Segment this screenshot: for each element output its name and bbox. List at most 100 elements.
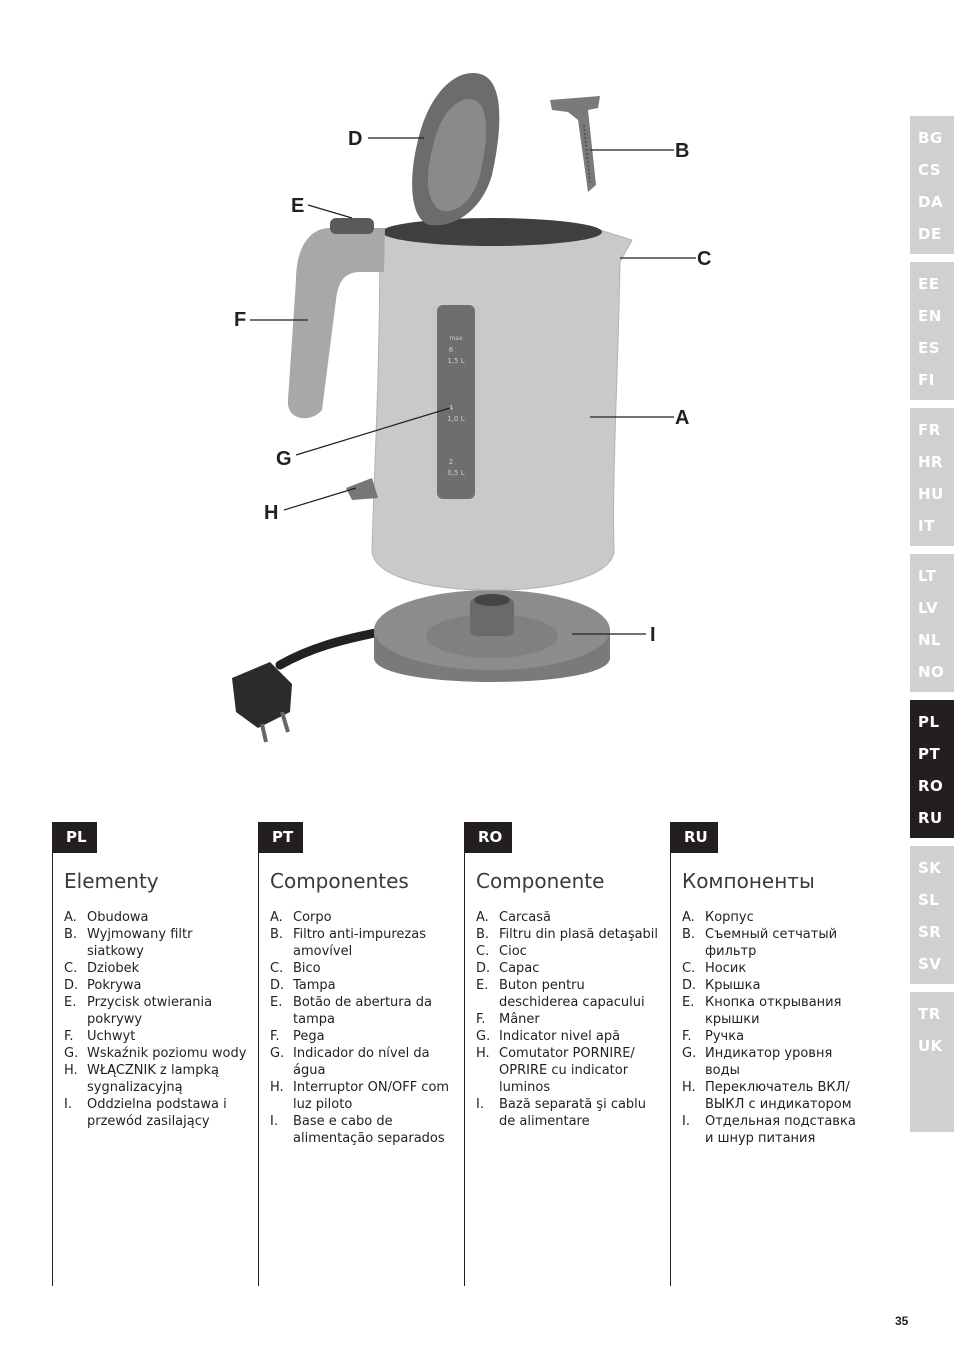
item-letter: F. bbox=[64, 1029, 74, 1044]
language-tab[interactable]: SR bbox=[918, 923, 942, 941]
language-tab[interactable]: DA bbox=[918, 193, 944, 211]
item-letter: A. bbox=[270, 910, 283, 925]
parts-list-item: C.Cioc bbox=[476, 943, 662, 960]
gauge-cups-4: 4 bbox=[449, 404, 454, 412]
parts-list-item: F.Ручка bbox=[682, 1028, 868, 1045]
item-text: Indicador do nível da água bbox=[293, 1046, 430, 1078]
item-letter: I. bbox=[476, 1097, 484, 1112]
callout-f: F bbox=[234, 309, 246, 331]
language-tab[interactable]: NO bbox=[918, 663, 945, 681]
parts-list-item: B. Filtru din plasă detaşabil bbox=[476, 926, 662, 943]
kettle-body bbox=[371, 229, 633, 591]
item-text: Wyjmowany filtr siatkowy bbox=[87, 927, 193, 959]
language-tab[interactable]: TR bbox=[918, 1005, 941, 1023]
parts-list-item: E.Buton pentru deschiderea capacului bbox=[476, 977, 662, 1011]
language-tab[interactable]: CS bbox=[918, 161, 942, 179]
language-tab[interactable]: SV bbox=[918, 955, 942, 973]
on-off-switch bbox=[346, 478, 378, 500]
item-letter: B. bbox=[476, 927, 490, 942]
item-text: Oddzielna podstawa i przewód zasilający bbox=[87, 1097, 227, 1129]
language-tab[interactable]: BG bbox=[918, 129, 943, 147]
language-tab[interactable]: RU bbox=[918, 809, 943, 827]
language-tag-pl: PL bbox=[53, 822, 97, 853]
language-group: EE EN ES FI bbox=[910, 262, 954, 400]
item-text: Filtru din plasă detaşabil bbox=[499, 927, 659, 942]
parts-list-item: I.Bază separată şi cablu de alimentare bbox=[476, 1096, 662, 1130]
parts-list-item: C. Bico bbox=[270, 960, 456, 977]
item-letter: H. bbox=[64, 1063, 78, 1078]
item-letter: A. bbox=[64, 910, 77, 925]
item-text: Dziobek bbox=[87, 961, 140, 976]
parts-list-item: G.Indicador do nível da água bbox=[270, 1045, 456, 1079]
language-tab[interactable]: FR bbox=[918, 421, 941, 439]
language-tab[interactable]: PL bbox=[918, 713, 940, 731]
kettle-lid bbox=[412, 73, 500, 226]
water-level-gauge: max 6 1,5 L 4 1,0 L 2 0,5 L bbox=[437, 305, 475, 499]
parts-list-item: I.Oddzielna podstawa i przewód zasilając… bbox=[64, 1096, 250, 1130]
item-text: Comutator PORNIRE/ OPRIRE cu indicator l… bbox=[499, 1046, 635, 1095]
parts-list-item: H.Comutator PORNIRE/ OPRIRE cu indicator… bbox=[476, 1045, 662, 1096]
language-tab[interactable]: IT bbox=[918, 517, 935, 535]
language-tab[interactable]: EN bbox=[918, 307, 942, 325]
item-text: Indicator nivel apă bbox=[499, 1029, 621, 1044]
item-text: Кнопка открывания крышки bbox=[705, 995, 842, 1027]
item-letter: G. bbox=[64, 1046, 79, 1061]
item-letter: A. bbox=[682, 910, 695, 925]
item-letter: C. bbox=[64, 961, 78, 976]
gauge-litres-0-5: 0,5 L bbox=[447, 469, 464, 477]
page-number: 35 bbox=[895, 1314, 909, 1328]
language-tab[interactable]: UK bbox=[918, 1037, 943, 1055]
parts-list-item: A.Obudowa bbox=[64, 909, 250, 926]
parts-list-item: H.Переключатель ВКЛ/ ВЫКЛ с индикатором bbox=[682, 1079, 868, 1113]
item-letter: D. bbox=[270, 978, 285, 993]
language-tab[interactable]: FI bbox=[918, 371, 935, 389]
language-tab[interactable]: SK bbox=[918, 859, 942, 877]
language-tab[interactable]: SL bbox=[918, 891, 940, 909]
parts-list-item: H.Interruptor ON/OFF com luz piloto bbox=[270, 1079, 456, 1113]
language-tab[interactable]: DE bbox=[918, 225, 942, 243]
item-text: Индикатор уровня воды bbox=[705, 1046, 833, 1078]
language-group: TR UK bbox=[910, 992, 954, 1132]
item-text: WŁĄCZNIK z lampką sygnalizacyjną bbox=[87, 1063, 219, 1095]
parts-list-item: D.Tampa bbox=[270, 977, 456, 994]
power-plug bbox=[232, 662, 292, 743]
language-tab[interactable]: EE bbox=[918, 275, 940, 293]
language-tab[interactable]: ES bbox=[918, 339, 941, 357]
language-tab[interactable]: PT bbox=[918, 745, 941, 763]
item-letter: G. bbox=[476, 1029, 491, 1044]
parts-list-item: F.Mâner bbox=[476, 1011, 662, 1028]
power-cord bbox=[275, 627, 385, 670]
item-text: Buton pentru deschiderea capacului bbox=[499, 978, 645, 1010]
item-text: Wskaźnik poziomu wody bbox=[87, 1046, 247, 1061]
language-tab[interactable]: LV bbox=[918, 599, 939, 617]
item-text: Съемный сетчатый фильтр bbox=[705, 927, 838, 959]
lid-button bbox=[330, 218, 374, 234]
item-letter: B. bbox=[682, 927, 696, 942]
parts-list-item: I.Base e cabo de alimentação separados bbox=[270, 1113, 456, 1147]
item-letter: G. bbox=[682, 1046, 697, 1061]
language-tab[interactable]: HU bbox=[918, 485, 944, 503]
item-letter: C. bbox=[270, 961, 284, 976]
gauge-label-max: max bbox=[449, 335, 463, 342]
item-letter: H. bbox=[682, 1080, 696, 1095]
language-tab[interactable]: RO bbox=[918, 777, 944, 795]
item-text: Bico bbox=[293, 961, 321, 976]
language-tab[interactable]: HR bbox=[918, 453, 944, 471]
callout-d: D bbox=[348, 128, 362, 150]
item-letter: D. bbox=[64, 978, 79, 993]
item-text: Filtro anti-impurezas amovível bbox=[293, 927, 426, 959]
parts-list-item: C. Dziobek bbox=[64, 960, 250, 977]
callout-e: E bbox=[291, 195, 304, 217]
language-tab[interactable]: LT bbox=[918, 567, 937, 585]
callout-h: H bbox=[264, 502, 278, 524]
section-title-ro: Componente bbox=[476, 869, 605, 893]
language-tab[interactable]: NL bbox=[918, 631, 942, 649]
parts-list-item: D.Крышка bbox=[682, 977, 868, 994]
parts-list-item: H. WŁĄCZNIK z lampką sygnalizacyjną bbox=[64, 1062, 250, 1096]
